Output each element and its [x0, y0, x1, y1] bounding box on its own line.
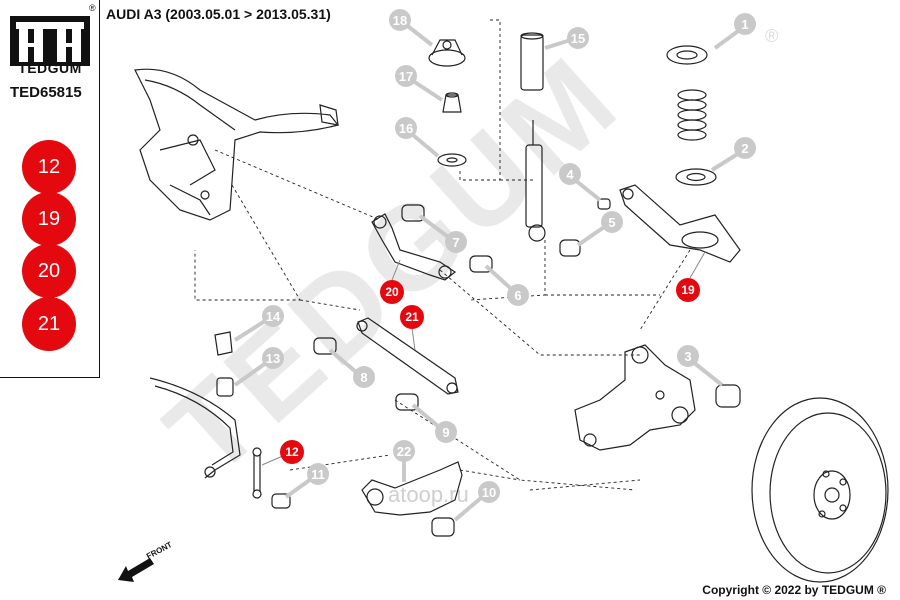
copyright-notice: Copyright © 2022 by TEDGUM ® — [702, 583, 886, 597]
part-18-top-mount — [428, 39, 466, 67]
callout-7: 7 — [452, 235, 459, 250]
callout-10: 10 — [482, 485, 496, 500]
vehicle-title: AUDI A3 (2003.05.01 > 2013.05.31) — [106, 6, 331, 22]
part-8-bush — [313, 337, 337, 355]
callout-1: 1 — [741, 17, 748, 32]
shock-absorber — [525, 120, 546, 242]
callout-18: 18 — [393, 13, 407, 28]
brand-name: TEDGUM — [18, 60, 82, 76]
callout-3: 3 — [684, 349, 691, 364]
callout-11: 11 — [311, 467, 325, 482]
part-2-spring-seat — [675, 168, 717, 186]
highlighted-part-20[interactable]: 20 — [22, 244, 76, 298]
callout-2: 2 — [741, 141, 748, 156]
coil-spring — [677, 89, 707, 141]
part-6-bush — [469, 255, 493, 273]
callout-4: 4 — [566, 167, 574, 182]
callout-17: 17 — [399, 69, 413, 84]
callout-14: 14 — [266, 309, 281, 324]
part-21-lower-link — [356, 317, 459, 395]
part-22-trailing-arm — [361, 461, 463, 516]
callout-20[interactable]: 20 — [385, 285, 399, 299]
part-10-bush — [431, 517, 455, 537]
part-code: TED65815 — [10, 84, 82, 101]
site-watermark: atoop.ru — [388, 482, 469, 507]
part-3-bush — [715, 384, 741, 408]
brake-drum — [751, 397, 889, 583]
stabilizer-bar — [149, 377, 241, 479]
callout-16: 16 — [399, 121, 413, 136]
registered-mark: ® — [89, 3, 96, 13]
leader-lines — [194, 19, 691, 491]
part-9-bush — [395, 393, 419, 411]
callout-19[interactable]: 19 — [681, 283, 695, 297]
callout-6: 6 — [514, 288, 521, 303]
callout-22: 22 — [397, 444, 411, 459]
red-callouts: 12 19 20 21 — [261, 251, 706, 466]
part-12-drop-link — [252, 447, 262, 499]
part-19-spring-arm — [619, 184, 741, 263]
tedgum-logo-icon — [10, 16, 90, 66]
subframe — [134, 68, 340, 221]
callout-12[interactable]: 12 — [285, 445, 299, 459]
part-14-clamp — [214, 331, 233, 356]
part-20-upper-link — [371, 213, 457, 281]
callout-15: 15 — [571, 31, 585, 46]
callout-13: 13 — [266, 351, 280, 366]
highlighted-part-19[interactable]: 19 — [22, 192, 76, 246]
gray-callouts: 1 2 3 4 5 6 7 8 9 10 11 13 14 15 16 17 1… — [233, 9, 756, 522]
part-4-bush — [597, 198, 611, 210]
part-17-bump-stop — [442, 92, 462, 113]
part-11-bush — [271, 493, 291, 509]
highlighted-part-21[interactable]: 21 — [22, 297, 76, 351]
callout-9: 9 — [442, 425, 449, 440]
part-5-bush — [559, 239, 581, 257]
callout-21[interactable]: 21 — [405, 310, 419, 324]
callout-5: 5 — [608, 215, 615, 230]
front-arrow-icon — [118, 558, 154, 582]
part-sidebar: ® TEDGUM TED65815 12 19 20 21 — [0, 0, 100, 378]
part-15-dust-boot — [520, 32, 544, 91]
watermark-registered: ® — [765, 26, 779, 46]
part-7-bush — [401, 204, 425, 222]
wheel-knuckle — [574, 344, 696, 451]
part-13-bush — [216, 377, 234, 397]
part-1-spring-seat — [666, 45, 708, 65]
highlighted-part-12[interactable]: 12 — [22, 140, 76, 194]
part-16-washer — [437, 153, 467, 167]
callout-8: 8 — [360, 370, 367, 385]
